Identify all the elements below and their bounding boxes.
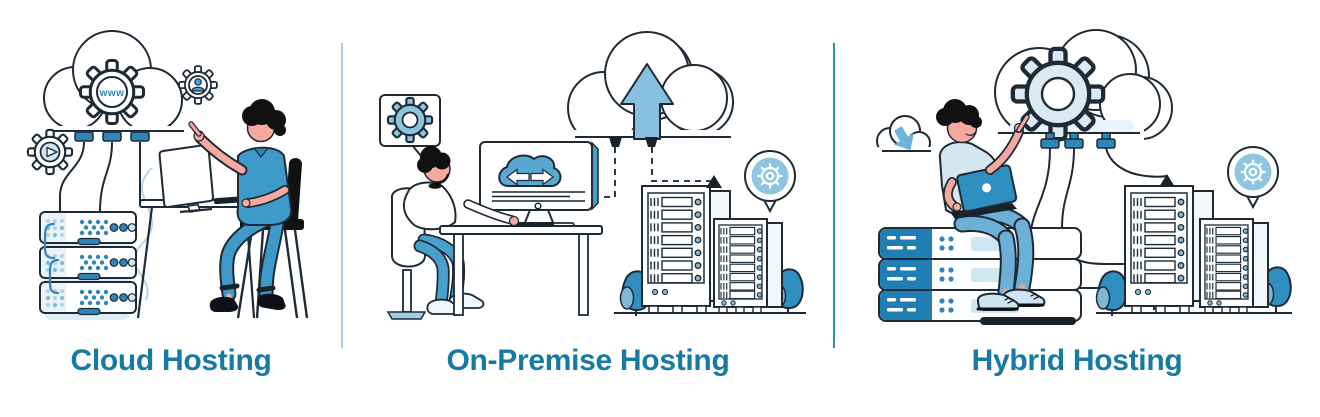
on-premise-hosting-illustration: [379, 31, 806, 320]
play-gear-icon: [26, 128, 74, 176]
gear-cloud-icon: [992, 29, 1173, 149]
decorative-cable: [133, 167, 154, 301]
www-gear-icon: www: [79, 59, 145, 125]
server-connector: [1159, 174, 1175, 187]
gear-speech-bubble-icon: [379, 94, 441, 165]
monitor-icon: [158, 143, 215, 214]
hair: [242, 99, 286, 136]
panel-title-hybrid-hosting: Hybrid Hosting: [971, 344, 1183, 377]
server-connector: [706, 175, 722, 188]
left-arrow-icon: [506, 168, 530, 186]
right-arrow-icon: [530, 168, 554, 186]
dashed-connection-lines: [600, 147, 715, 198]
tree: [1095, 270, 1128, 317]
server-tower-short: [714, 219, 782, 313]
download-cloud-icon: [876, 115, 932, 157]
panel-title-on-premise-hosting: On-Premise Hosting: [446, 344, 730, 377]
keyboard-icon: [510, 222, 554, 227]
server-tower-short: [1200, 219, 1268, 313]
person-at-desk: [188, 99, 293, 312]
laptop-icon: [950, 164, 1018, 219]
hair: [936, 99, 982, 128]
panel-divider-right: [833, 43, 835, 348]
panel-cloud-hosting: www: [0, 0, 342, 417]
hybrid-hosting-illustration: [876, 29, 1292, 325]
person-on-servers: [936, 99, 1046, 311]
www-label: www: [99, 88, 125, 99]
panel-on-premise-hosting: On-Premise Hosting: [342, 0, 834, 417]
upload-cloud-icon: [567, 31, 734, 147]
panel-title-cloud-hosting: Cloud Hosting: [70, 344, 272, 377]
cloud-hosting-illustration: www: [26, 30, 309, 320]
monitor-icon: [479, 141, 599, 229]
server-rack-stack: [878, 227, 1082, 325]
cloud-connectors: [1040, 132, 1116, 149]
panel-hybrid-hosting: Hybrid Hosting: [834, 0, 1320, 417]
gear-round-bubble-icon: [1226, 145, 1280, 209]
cloud-connectors: [74, 131, 150, 142]
typing-arm: [463, 199, 520, 227]
cloud-wires: [59, 141, 141, 213]
user-gear-icon: [178, 65, 218, 105]
download-arrow-icon: [893, 126, 914, 151]
hair: [417, 146, 451, 173]
panel-divider-left: [341, 43, 343, 348]
gear-round-bubble-icon: [743, 149, 797, 213]
server-rack-stack: [39, 211, 137, 320]
